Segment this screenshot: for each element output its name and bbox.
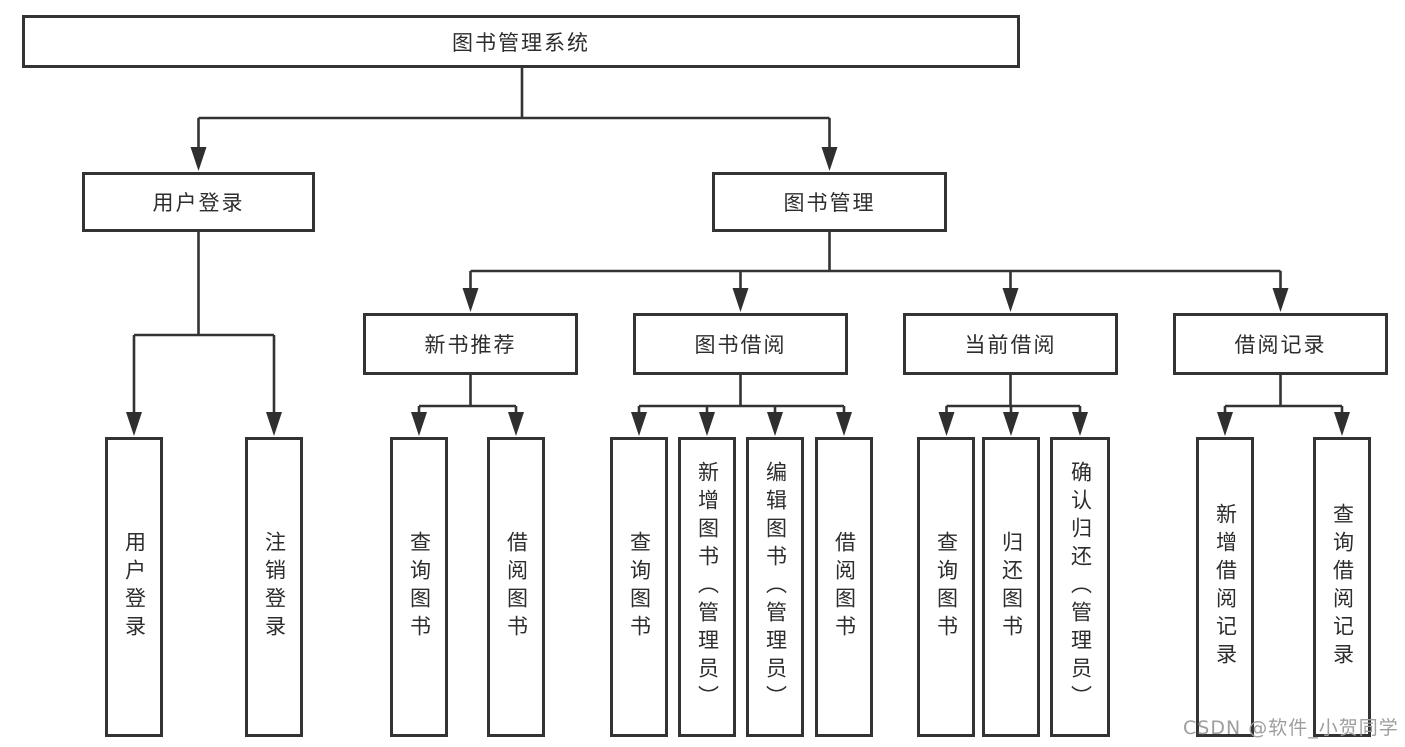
- node-new-book-recommendation: 新书推荐: [363, 313, 578, 375]
- node-new-book-recommendation-label: 新书推荐: [424, 333, 517, 357]
- leaf-label: 新增图书（管理员）: [695, 461, 720, 713]
- leaf-label: 查询图书: [934, 531, 959, 643]
- node-current-borrowing: 当前借阅: [903, 313, 1118, 375]
- node-current-borrowing-label: 当前借阅: [964, 333, 1057, 357]
- node-leaf-query-books: 查询图书: [917, 437, 975, 737]
- node-leaf-add-books-admin: 新增图书（管理员）: [678, 437, 736, 737]
- leaf-label: 编辑图书（管理员）: [763, 461, 788, 713]
- node-leaf-confirm-return-admin: 确认归还（管理员）: [1050, 437, 1110, 737]
- node-leaf-edit-books-admin: 编辑图书（管理员）: [746, 437, 804, 737]
- node-leaf-query-borrow-record: 查询借阅记录: [1313, 437, 1371, 737]
- node-root-system: 图书管理系统: [22, 15, 1020, 68]
- leaf-label: 新增借阅记录: [1213, 503, 1238, 671]
- node-book-management-label: 图书管理: [783, 191, 876, 215]
- leaf-label: 归还图书: [999, 531, 1024, 643]
- node-leaf-query-books: 查询图书: [390, 437, 448, 737]
- leaf-label: 借阅图书: [504, 531, 529, 643]
- node-borrowing-records-label: 借阅记录: [1234, 333, 1327, 357]
- node-leaf-logout: 注销登录: [245, 437, 303, 737]
- node-leaf-return-books: 归还图书: [982, 437, 1040, 737]
- leaf-label: 用户登录: [122, 531, 147, 643]
- node-borrowing-records: 借阅记录: [1173, 313, 1388, 375]
- node-leaf-borrow-books: 借阅图书: [487, 437, 545, 737]
- node-leaf-query-books: 查询图书: [610, 437, 668, 737]
- node-leaf-user-login: 用户登录: [105, 437, 163, 737]
- leaf-label: 查询图书: [627, 531, 652, 643]
- node-root-label: 图书管理系统: [452, 30, 590, 55]
- leaf-label: 借阅图书: [832, 531, 857, 643]
- leaf-label: 确认归还（管理员）: [1068, 461, 1093, 713]
- node-user-login-label: 用户登录: [152, 191, 245, 215]
- leaf-label: 查询图书: [407, 531, 432, 643]
- node-book-borrowing-label: 图书借阅: [694, 333, 787, 357]
- csdn-watermark: CSDN @软件_小贺同学: [1183, 717, 1399, 739]
- leaf-label: 查询借阅记录: [1330, 503, 1355, 671]
- node-leaf-borrow-books: 借阅图书: [815, 437, 873, 737]
- leaf-label: 注销登录: [262, 531, 287, 643]
- node-user-login-module: 用户登录: [82, 172, 315, 232]
- node-book-borrowing: 图书借阅: [633, 313, 848, 375]
- node-book-management-module: 图书管理: [712, 172, 947, 232]
- node-leaf-add-borrow-record: 新增借阅记录: [1196, 437, 1254, 737]
